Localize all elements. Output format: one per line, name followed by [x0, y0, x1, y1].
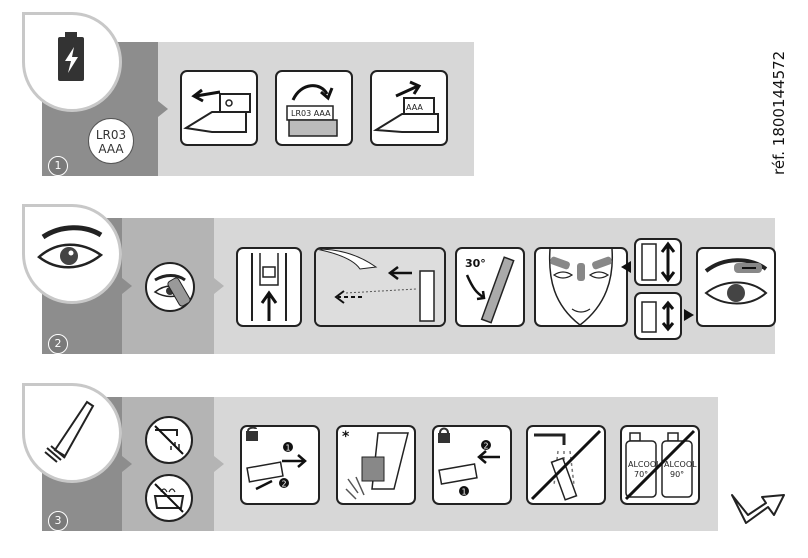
trimmer-head-icon-drop — [22, 383, 122, 483]
card-attach-comb — [236, 247, 302, 327]
step-number-3: 3 — [48, 511, 68, 531]
card-lock-attach-head: 2 1 — [432, 425, 512, 505]
pointer-left-icon — [621, 261, 631, 273]
asterisk-note: * — [342, 429, 350, 445]
card-trim-direction — [314, 247, 446, 327]
angle-label: 30° — [465, 257, 486, 270]
battery-type-badge: LR03 AAA — [88, 118, 134, 164]
marker-2b: 2 — [484, 442, 489, 451]
eyebrow-trim-circle — [145, 262, 195, 312]
battery-badge-line1: LR03 — [95, 128, 127, 142]
no-water-tap-icon — [145, 416, 193, 464]
marker-2a: 2 — [282, 480, 287, 489]
card-eyebrow-result — [696, 247, 776, 327]
bottle2-line2: 90° — [670, 470, 684, 479]
bottle2-line1: ALCOOL — [664, 460, 697, 469]
card-insert-battery: LR03 AAA — [275, 70, 353, 146]
no-bath-icon — [145, 474, 193, 522]
next-page-arrow-icon[interactable] — [728, 485, 788, 531]
reference-number: réf. 1800144572 — [770, 50, 788, 175]
card-unlock-remove-head: 1 2 — [240, 425, 320, 505]
eye-icon-drop — [22, 204, 122, 304]
step-number-2: 2 — [48, 334, 68, 354]
marker-1b: 1 — [462, 488, 467, 497]
battery-icon-drop — [22, 12, 122, 112]
card-clean-blade: * — [336, 425, 416, 505]
marker-1a: 1 — [286, 444, 291, 453]
card-face — [534, 247, 628, 327]
card-no-water — [526, 425, 606, 505]
trimmer-head-icon — [44, 400, 95, 463]
battery-label-a: LR03 AAA — [291, 109, 331, 118]
pointer-right-icon — [684, 309, 694, 321]
card-close-cap: AAA — [370, 70, 448, 146]
eye-icon — [37, 225, 104, 269]
card-comb-long — [634, 238, 682, 286]
card-comb-short — [634, 292, 682, 340]
step-number-1: 1 — [48, 156, 68, 176]
bottle1-line1: ALCOOL — [628, 460, 661, 469]
card-open-cap — [180, 70, 258, 146]
battery-icon — [58, 32, 84, 81]
card-no-alcohol: ALCOOL 70° ALCOOL 90° — [620, 425, 700, 505]
card-angle-30: 30° — [455, 247, 525, 327]
battery-badge-line2: AAA — [98, 142, 124, 156]
bottle1-line2: 70° — [634, 470, 648, 479]
battery-label-b: AAA — [406, 103, 423, 112]
